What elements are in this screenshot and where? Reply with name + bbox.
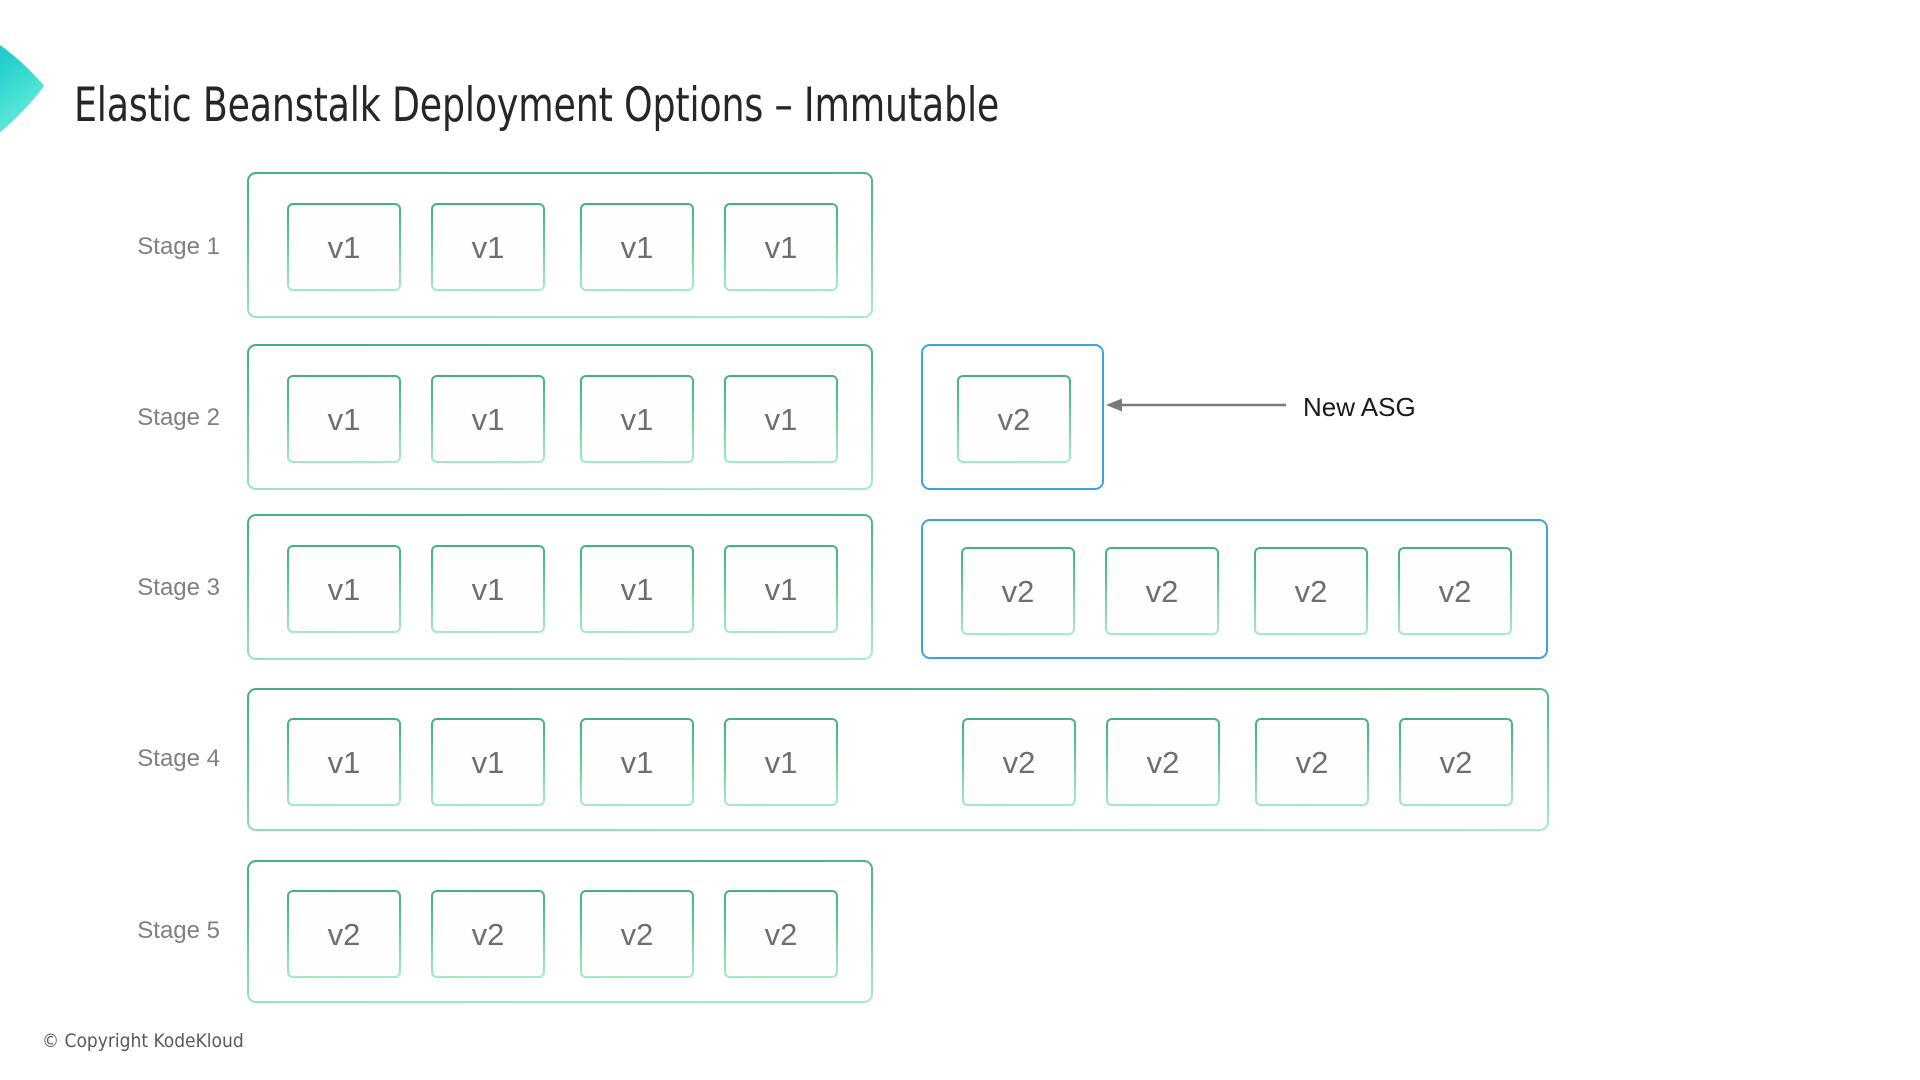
instance-box: v2: [1254, 547, 1368, 635]
instance-box: v2: [1399, 718, 1513, 806]
instance-box: v2: [1105, 547, 1219, 635]
instance-box: v1: [287, 545, 401, 633]
instance-box: v2: [961, 547, 1075, 635]
instance-box: v1: [431, 545, 545, 633]
instance-box: v2: [1398, 547, 1512, 635]
stage-2-new-asg-group: v2: [921, 344, 1104, 490]
instance-box: v2: [962, 718, 1076, 806]
instance-box: v1: [287, 203, 401, 291]
instance-box: v1: [580, 718, 694, 806]
stage-label-2: Stage 2: [137, 404, 220, 431]
instance-box: v2: [1106, 718, 1220, 806]
instance-box: v1: [287, 718, 401, 806]
instance-box: v1: [431, 375, 545, 463]
instance-box: v2: [1255, 718, 1369, 806]
new-asg-arrow-icon: [1106, 398, 1286, 412]
stage-label-5: Stage 5: [137, 917, 220, 944]
instance-box: v1: [580, 203, 694, 291]
new-asg-annotation-label: New ASG: [1303, 392, 1416, 422]
stage-3-asg-group: v1 v1 v1 v1: [247, 514, 873, 660]
stage-label-1: Stage 1: [137, 233, 220, 260]
stage-1-asg-group: v1 v1 v1 v1: [247, 172, 873, 318]
instance-box: v1: [724, 375, 838, 463]
stage-label-4: Stage 4: [137, 745, 220, 772]
stage-4-merged-asg-group: v1 v1 v1 v1 v2 v2 v2 v2: [247, 688, 1549, 831]
footer-copyright: © Copyright KodeKloud: [42, 1030, 244, 1052]
instance-box: v1: [580, 375, 694, 463]
instance-box: v1: [431, 718, 545, 806]
stage-3-new-asg-group: v2 v2 v2 v2: [921, 519, 1548, 659]
instance-box: v2: [431, 890, 545, 978]
instance-box: v2: [957, 375, 1071, 463]
instance-box: v2: [287, 890, 401, 978]
instance-box: v1: [724, 203, 838, 291]
page-title: Elastic Beanstalk Deployment Options – I…: [74, 78, 1000, 133]
instance-box: v1: [431, 203, 545, 291]
stage-2-asg-group: v1 v1 v1 v1: [247, 344, 873, 490]
instance-box: v1: [287, 375, 401, 463]
stage-label-3: Stage 3: [137, 574, 220, 601]
instance-box: v1: [724, 718, 838, 806]
instance-box: v2: [580, 890, 694, 978]
stage-5-asg-group: v2 v2 v2 v2: [247, 860, 873, 1003]
instance-box: v2: [724, 890, 838, 978]
instance-box: v1: [580, 545, 694, 633]
instance-box: v1: [724, 545, 838, 633]
